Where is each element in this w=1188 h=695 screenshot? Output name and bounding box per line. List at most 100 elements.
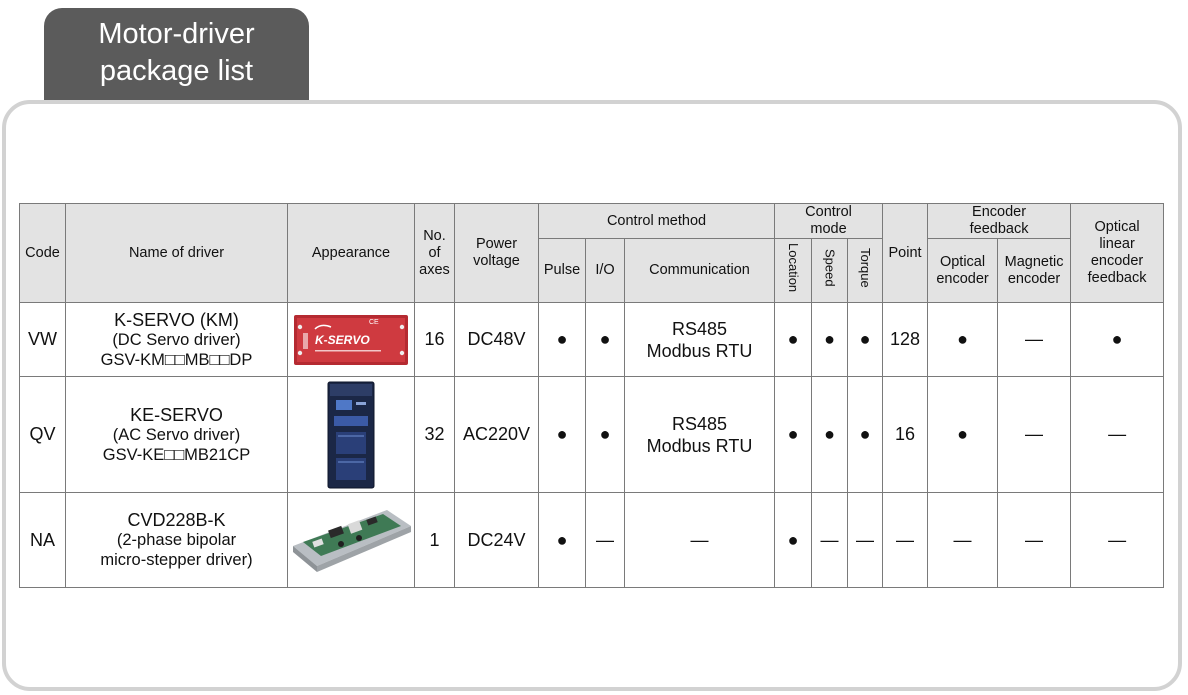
cell-pulse: ● [538,302,586,377]
cell-point: 128 [882,302,929,377]
cell-io: ● [585,302,625,377]
header-point: Point [882,203,929,303]
cell-code: QV [19,376,66,493]
cell-torque: ● [847,376,884,493]
cell-location: ● [774,492,813,588]
cell-optical-encoder: ● [927,302,999,377]
header-optical-linear: Optical linear encoder feedback [1070,203,1165,303]
header-name: Name of driver [65,203,288,303]
cell-axes: 16 [414,302,455,377]
keservo-driver-image [327,381,375,488]
name-line3: GSV-KM□□MB□□DP [100,350,253,369]
header-control-mode: Control mode [774,203,884,239]
header-optical-linear-l4: feedback [1087,270,1147,286]
header-encoder-feedback-l1: Encoder [972,204,1027,220]
cell-speed: ● [811,302,849,377]
cell-name: K-SERVO (KM) (DC Servo driver) GSV-KM□□M… [65,302,288,377]
header-control-method: Control method [537,203,776,239]
header-optical-l1: Optical [939,253,986,270]
cell-point: — [882,492,929,588]
header-communication: Communication [623,238,776,303]
header-pulse: Pulse [538,238,586,303]
header-optical-linear-l1: Optical [1094,219,1140,235]
header-optical-linear-l2: linear [1099,236,1135,252]
header-optical-linear-l3: encoder [1090,253,1144,269]
stepper-driver-image [293,510,411,572]
header-optical-l2: encoder [936,270,989,287]
header-location-label: Location [786,243,802,293]
cell-io: — [585,492,625,588]
table-row: VW K-SERVO (KM) (DC Servo driver) GSV-KM… [19,302,1165,377]
cell-io: ● [585,376,625,493]
comm-line1: RS485 [671,413,728,434]
cell-communication: — [623,492,776,588]
cell-optical-linear: ● [1070,302,1165,377]
cell-axes: 32 [414,376,455,493]
cell-speed: — [811,492,849,588]
name-line1: K-SERVO (KM) [114,309,239,330]
cell-appearance [287,492,415,588]
header-axes-l3: axes [419,261,450,278]
name-line1: KE-SERVO [130,404,223,425]
header-speed-label: Speed [822,249,838,287]
kservo-brand-text: K-SERVO [315,333,370,347]
section-tab: Motor-driver package list [44,8,309,102]
header-magnetic-l1: Magnetic [1004,253,1064,270]
cell-magnetic-encoder: — [997,376,1072,493]
kservo-driver-image: CE K-SERVO [294,314,408,365]
header-magnetic-l2: encoder [1007,270,1061,287]
cell-axes: 1 [414,492,455,588]
header-appearance: Appearance [287,203,415,303]
cell-torque: ● [847,302,884,377]
header-axes-l1: No. [423,227,446,244]
name-line3: micro-stepper driver) [100,551,253,569]
comm-line2: Modbus RTU [646,340,753,361]
header-voltage-l1: Power [475,236,518,252]
kservo-ce-mark: CE [369,319,379,326]
comm-line2: Modbus RTU [646,435,753,456]
header-axes-l2: of [428,244,441,261]
header-magnetic-encoder: Magnetic encoder [997,238,1072,303]
cell-point: 16 [882,376,929,493]
tab-title-line2: package list [99,55,254,87]
table-row: NA CVD228B-K (2-phase bipolar micro-step… [19,492,1165,588]
header-voltage-l2: voltage [473,253,520,269]
cell-appearance: CE K-SERVO [287,302,415,377]
header-io: I/O [585,238,625,303]
header-control-mode-l2: mode [810,221,847,237]
header-encoder-feedback-l2: feedback [969,221,1029,237]
cell-optical-encoder: — [927,492,999,588]
cell-communication: RS485 Modbus RTU [623,376,776,493]
driver-package-table: Code Name of driver Appearance No. of ax… [19,203,1165,588]
cell-name: CVD228B-K (2-phase bipolar micro-stepper… [65,492,288,588]
header-code: Code [19,203,66,303]
cell-voltage: AC220V [454,376,539,493]
table-row: QV KE-SERVO (AC Servo driver) GSV-KE□□MB… [19,376,1165,493]
header-speed: Speed [811,238,849,303]
cell-name: KE-SERVO (AC Servo driver) GSV-KE□□MB21C… [65,376,288,493]
cell-pulse: ● [538,376,586,493]
name-line1: CVD228B-K [127,510,226,530]
tab-title-line1: Motor-driver [98,18,255,50]
cell-magnetic-encoder: — [997,302,1072,377]
header-optical-encoder: Optical encoder [927,238,999,303]
name-line2: (2-phase bipolar [116,531,237,549]
header-torque: Torque [847,238,884,303]
header-torque-label: Torque [858,248,874,288]
cell-optical-encoder: ● [927,376,999,493]
cell-magnetic-encoder: — [997,492,1072,588]
cell-voltage: DC24V [454,492,539,588]
cell-code: NA [19,492,66,588]
cell-optical-linear: — [1070,376,1165,493]
cell-torque: — [847,492,884,588]
name-line3: GSV-KE□□MB21CP [102,445,251,464]
name-line2: (AC Servo driver) [112,425,241,444]
name-line2: (DC Servo driver) [112,330,241,349]
cell-location: ● [774,302,813,377]
cell-location: ● [774,376,813,493]
cell-appearance [287,376,415,493]
cell-optical-linear: — [1070,492,1165,588]
header-encoder-feedback: Encoder feedback [927,203,1072,239]
cell-pulse: ● [538,492,586,588]
cell-voltage: DC48V [454,302,539,377]
